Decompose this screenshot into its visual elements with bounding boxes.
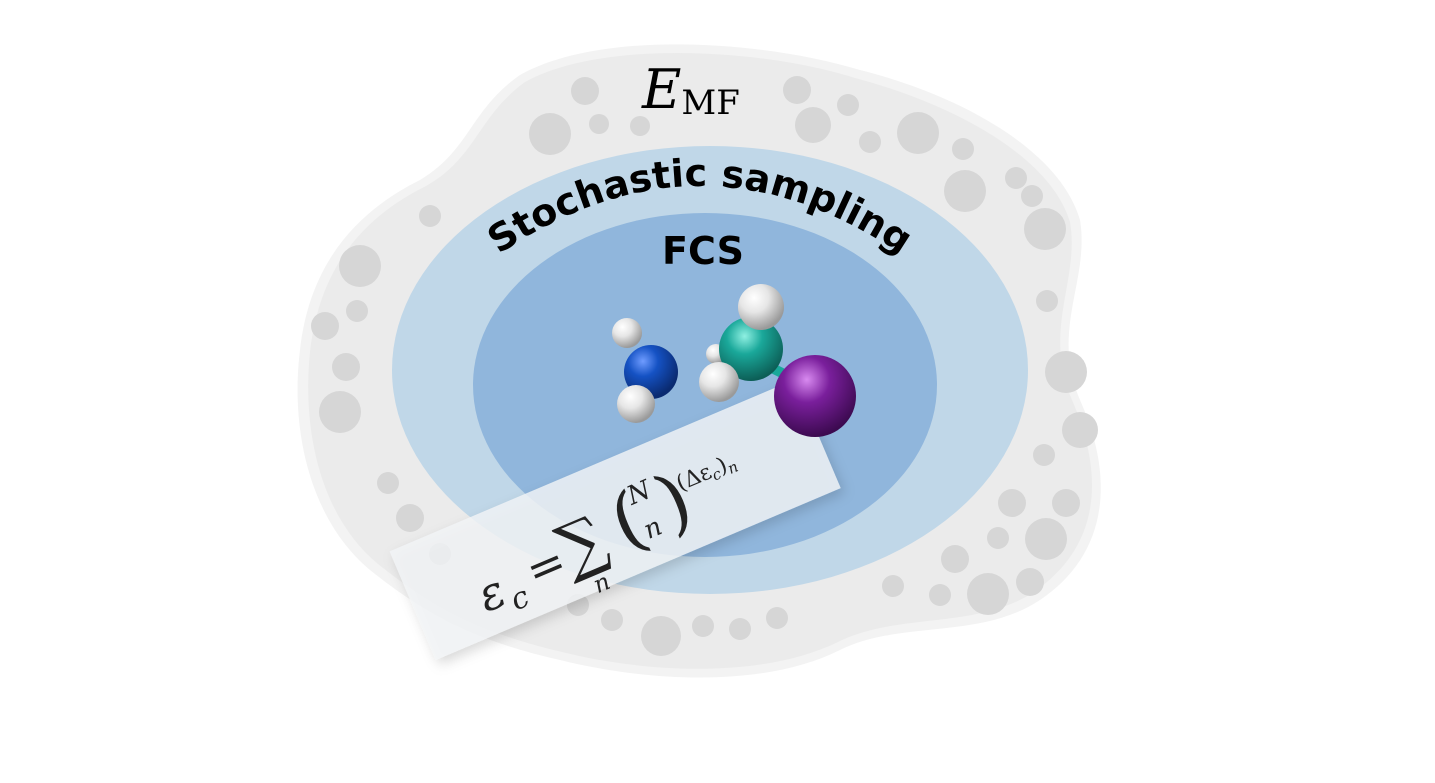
carbon-atom (719, 317, 783, 381)
iodine-atom (774, 355, 856, 437)
hydrogen-atom (612, 318, 642, 348)
core-label: FCS (662, 229, 744, 273)
hydrogen-atom (617, 385, 655, 423)
molecule (612, 284, 856, 437)
hydrogen-atom (738, 284, 784, 330)
outer-label: EMF (641, 58, 740, 123)
hydrogen-atom (699, 362, 739, 402)
equation-paper (389, 379, 841, 661)
bubbles (311, 76, 1098, 656)
